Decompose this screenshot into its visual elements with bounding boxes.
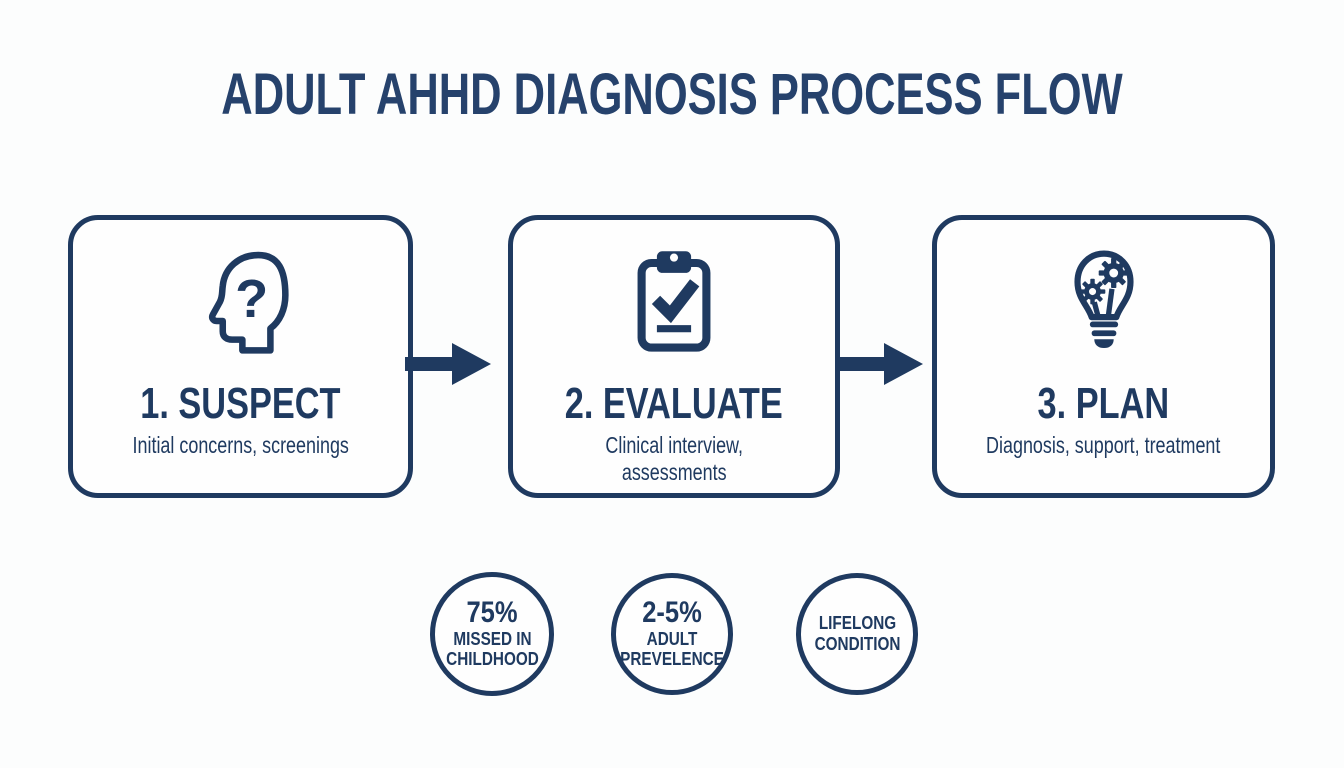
step-title-evaluate: 2. EVALUATE	[564, 379, 784, 428]
step-title-suspect: 1. SUSPECT	[140, 379, 341, 428]
stat-value: 75%	[466, 596, 518, 630]
step-subtitle-evaluate: Clinical interview, assessments	[605, 432, 743, 486]
step-box-evaluate: 2. EVALUATE Clinical interview, assessme…	[508, 215, 840, 498]
stat-label: LIFELONG CONDITION	[814, 613, 900, 654]
step-subtitle-suspect: Initial concerns, screenings	[132, 432, 349, 458]
step-box-suspect: ? 1. SUSPECT Initial concerns, screening…	[68, 215, 413, 498]
clipboard-check-icon	[629, 240, 719, 358]
step-box-plan: 3. PLAN Diagnosis, support, treatment	[932, 215, 1275, 498]
stat-badge-missed-in-childhood: 75% MISSED IN CHILDHOOD	[430, 572, 554, 696]
stat-label: ADULT PREVELENCE	[620, 628, 724, 670]
stat-badge-adult-prevalence: 2-5% ADULT PREVELENCE	[611, 573, 733, 695]
step-title-plan: 3. PLAN	[1037, 379, 1170, 428]
page-title: ADULT AHHD DIAGNOSIS PROCESS FLOW	[221, 62, 1123, 127]
stat-label: MISSED IN CHILDHOOD	[445, 628, 539, 670]
head-question-icon: ?	[188, 240, 293, 358]
flow-arrow-icon	[405, 341, 491, 387]
flow-arrow-icon	[837, 341, 923, 387]
question-mark-glyph: ?	[235, 269, 268, 329]
lightbulb-gears-icon	[1059, 240, 1149, 358]
stat-badge-lifelong-condition: LIFELONG CONDITION	[796, 573, 918, 695]
stat-value: 2-5%	[642, 596, 702, 630]
step-subtitle-plan: Diagnosis, support, treatment	[986, 432, 1221, 458]
